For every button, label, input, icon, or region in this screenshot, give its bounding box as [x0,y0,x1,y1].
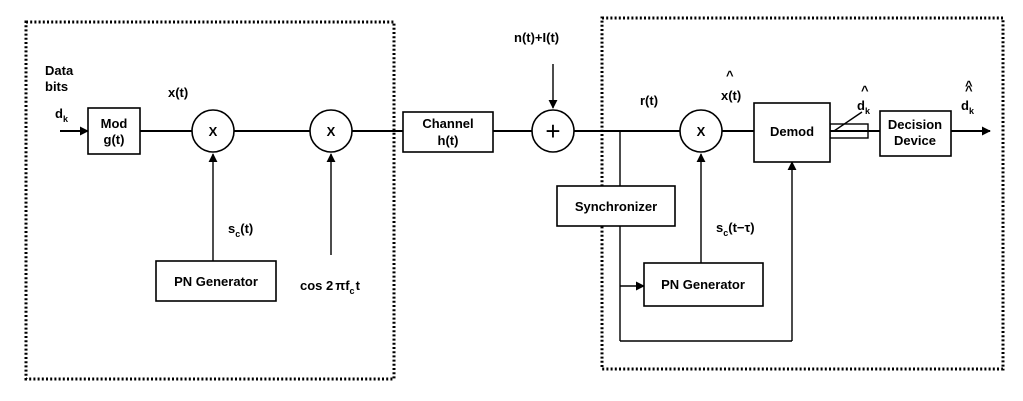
carrier-f: f [345,278,350,293]
demod-label: Demod [770,124,814,139]
dk-hat-label: dk [857,98,871,116]
mod-block: Mod g(t) [87,107,141,155]
multiplier-carrier-symbol: X [327,124,336,139]
dk-hat-subscript: k [865,106,871,116]
sc-delay-symbol: s [716,220,723,235]
multiplier-pn-rx [679,109,723,153]
channel-block-function: h(t) [438,133,459,148]
dk-out-mark-1: ^ [965,78,973,93]
dk-out-mark-2: ^ [965,83,973,98]
pn-generator-tx-block: PN Generator [155,260,277,302]
synchronizer-block: Synchronizer [556,185,676,227]
pn-generator-rx-label: PN Generator [661,277,745,292]
transmitter-frame [24,20,396,381]
dk-hat-mark: ^ [861,83,869,98]
noise-label: n(t)+I(t) [514,30,559,45]
summer-symbol: + [545,116,560,146]
multiplier-pn-tx-symbol: X [209,124,218,139]
sc-t-label: sc(t) [228,221,253,239]
carrier-pi: π [335,278,345,293]
signal-wires [60,64,991,342]
multiplier-carrier [309,109,353,153]
decision-device-block: Decision Device [879,110,952,157]
dk-out-symbol: d [961,98,969,113]
multiplier-pn-rx-symbol: X [697,124,706,139]
summer-node [531,109,575,153]
rt-label: r(t) [640,93,658,108]
channel-block-label: Channel [422,116,473,131]
dk-input-symbol: d [55,106,63,121]
pn-generator-tx-label: PN Generator [174,274,258,289]
synchronizer-label: Synchronizer [575,199,657,214]
sc-t-subscript: c [235,229,240,239]
dk-out-subscript: k [969,106,975,116]
mod-block-label: Mod [101,116,128,131]
sc-delay-argument: (t−τ) [728,220,754,235]
multiplier-pn-tx [191,109,235,153]
carrier-f-subscript: c [350,286,355,296]
pn-generator-rx-block: PN Generator [643,262,764,307]
dk-hat-symbol: d [857,98,865,113]
carrier-t: t [356,278,361,293]
sc-t-symbol: s [228,221,235,236]
xhat-mark: ^ [726,68,734,83]
dk-input-subscript: k [63,114,69,124]
mod-block-function: g(t) [104,132,125,147]
xt-label: x(t) [168,85,188,100]
data-bits-label-1: Data [45,63,74,78]
dk-out-label: dk [961,98,975,116]
xhat-label: x(t) [721,88,741,103]
decision-device-label-2: Device [894,133,936,148]
demod-block: Demod [753,102,831,163]
sc-delay-subscript: c [723,228,728,238]
dk-input-label: dk [55,106,69,124]
sc-t-argument: (t) [240,221,253,236]
data-bits-label-2: bits [45,79,68,94]
sc-delay-label: sc(t−τ) [716,220,755,238]
channel-block: Channel h(t) [402,111,494,153]
decision-device-label-1: Decision [888,117,942,132]
carrier-cos: cos 2 [300,278,333,293]
